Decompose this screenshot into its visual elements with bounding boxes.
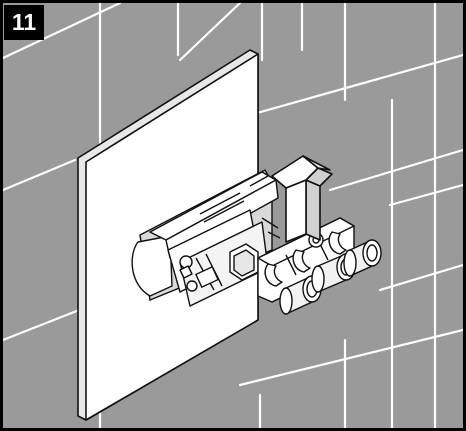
step-number-badge: 11 [4,5,44,40]
outlet-manifold [257,217,355,303]
valve-body [131,171,281,307]
outlet-pipes [279,238,382,316]
up-arrow-icon [271,155,333,243]
